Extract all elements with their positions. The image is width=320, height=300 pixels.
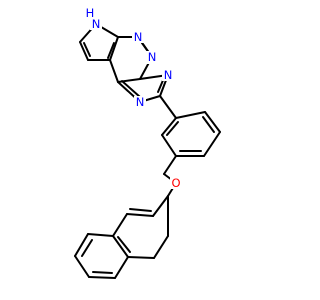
bond (83, 42, 91, 57)
bond (159, 95, 177, 119)
bond (112, 235, 129, 258)
molecule-svg: H N N N N N O (74, 6, 221, 279)
atom-n-pyrimidine-top: N (134, 30, 143, 44)
bond (153, 235, 169, 259)
bond (92, 271, 113, 274)
bond (112, 213, 128, 237)
bond (121, 80, 141, 98)
bond (202, 116, 215, 133)
bond (175, 111, 206, 119)
bond (107, 42, 115, 59)
atom-n-triazole-right: N (164, 68, 173, 82)
bond (81, 239, 93, 257)
bond (129, 208, 152, 212)
atom-background (134, 96, 146, 109)
bond (166, 121, 179, 136)
bond (161, 117, 177, 136)
bond (127, 256, 155, 259)
bond (163, 155, 177, 175)
bond (74, 233, 89, 257)
bond (88, 276, 116, 279)
bond (114, 256, 129, 279)
bond (203, 131, 221, 157)
bond (109, 59, 119, 83)
bond (79, 41, 89, 61)
atom-n-pyrazole: N (92, 17, 101, 31)
bond (74, 255, 90, 278)
atom-h: H (86, 6, 95, 20)
bond (126, 213, 154, 217)
molecule-structure-diagram: H N N N N N O (74, 6, 221, 279)
atom-background (146, 51, 158, 64)
atom-background (170, 176, 182, 189)
atom-n-triazole-left: N (136, 95, 145, 109)
atom-background (162, 68, 174, 81)
bond (204, 111, 221, 133)
bond (152, 195, 169, 217)
bond (109, 36, 119, 61)
atom-background (132, 30, 144, 43)
atom-background (84, 7, 96, 20)
atom-o-ether: O (171, 176, 180, 190)
atom-n-bridge: N (148, 50, 157, 64)
bond (117, 236, 131, 253)
atom-background (90, 17, 102, 30)
bond (87, 233, 114, 237)
bond (161, 134, 177, 157)
